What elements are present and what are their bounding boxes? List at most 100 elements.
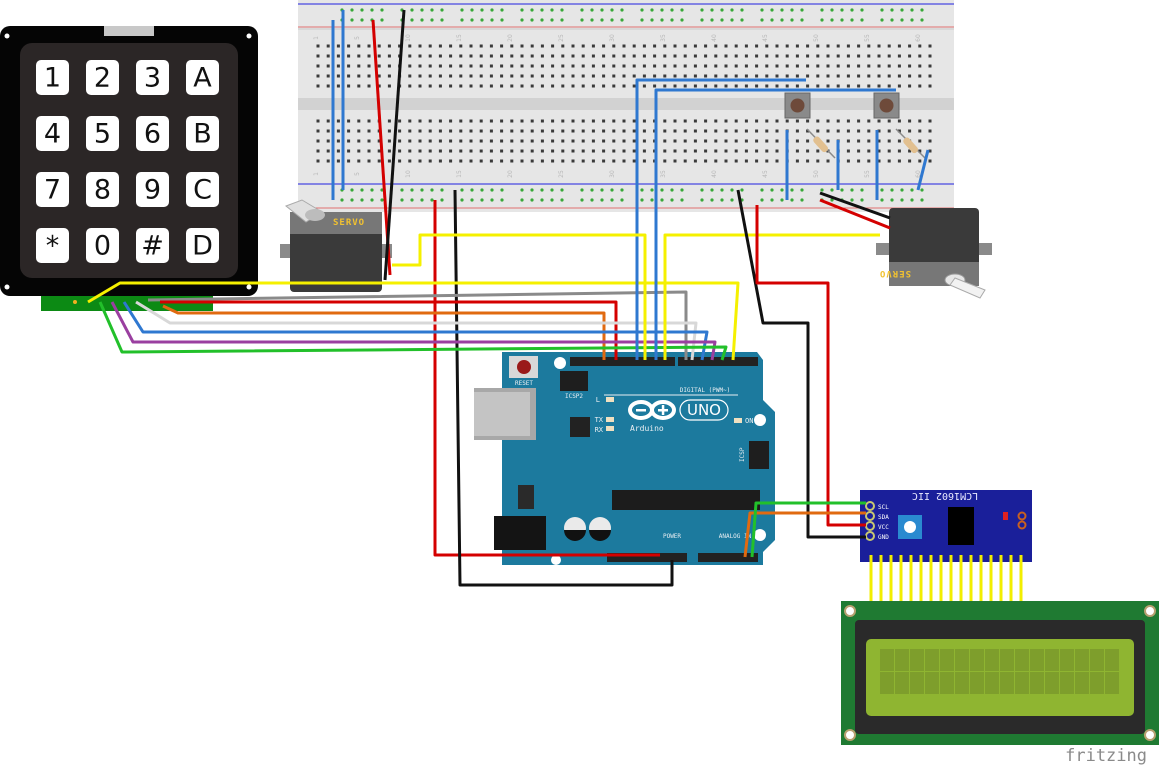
- keypad-key[interactable]: 7: [36, 172, 69, 207]
- servo-right[interactable]: SERVO: [876, 208, 992, 299]
- breadboard-hole: [571, 159, 575, 163]
- rail-hole: [880, 18, 884, 22]
- breadboard-hole: [398, 159, 402, 163]
- breadboard-hole: [867, 54, 871, 58]
- breadboard-hole: [408, 84, 412, 88]
- breadboard-hole: [418, 119, 422, 123]
- keypad-key[interactable]: #: [136, 228, 169, 263]
- key-label: C: [193, 175, 212, 206]
- wire-keypad-2[interactable]: [147, 290, 688, 360]
- wire-servo-left-signal[interactable]: [392, 233, 647, 360]
- breadboard-hole: [449, 84, 453, 88]
- rail-hole: [590, 18, 594, 22]
- breadboard-hole: [571, 64, 575, 68]
- rail-hole: [650, 198, 654, 202]
- keypad-key[interactable]: C: [186, 172, 219, 207]
- breadboard-hole: [785, 64, 789, 68]
- wire-resistor-jumper[interactable]: [916, 149, 930, 191]
- breadboard-hole: [428, 64, 432, 68]
- wire-keypad-8[interactable]: [98, 301, 728, 361]
- rail-hole: [540, 18, 544, 22]
- breadboard-hole: [612, 149, 616, 153]
- keypad-key[interactable]: 9: [136, 172, 169, 207]
- breadboard-hole: [632, 149, 636, 153]
- keypad-key[interactable]: 4: [36, 116, 69, 151]
- breadboard-hole: [520, 119, 524, 123]
- wire-servo-left-ground[interactable]: [383, 9, 406, 281]
- breadboard-hole: [510, 139, 514, 143]
- breadboard-hole: [602, 64, 606, 68]
- rail-hole: [780, 8, 784, 12]
- breadboard-hole: [326, 64, 330, 68]
- atmega-chip: [612, 490, 760, 510]
- wire-i2c-gnd[interactable]: [736, 189, 866, 539]
- breadboard-hole: [744, 159, 748, 163]
- breadboard-hole: [438, 119, 442, 123]
- servo-left[interactable]: SERVO: [280, 199, 392, 292]
- wire-i2c-vcc[interactable]: [755, 205, 866, 527]
- breadboard-hole: [683, 64, 687, 68]
- keypad-key[interactable]: 8: [86, 172, 119, 207]
- breadboard-hole: [622, 44, 626, 48]
- rail-hole: [480, 198, 484, 202]
- breadboard-hole: [663, 54, 667, 58]
- breadboard-hole: [479, 139, 483, 143]
- wire-servo-right-power[interactable]: [819, 198, 891, 230]
- breadboard-hole: [551, 119, 555, 123]
- breadboard-hole: [408, 129, 412, 133]
- wire-button-2[interactable]: [654, 88, 896, 360]
- breadboard-hole: [469, 74, 473, 78]
- breadboard-hole: [469, 159, 473, 163]
- keypad-key[interactable]: A: [186, 60, 219, 95]
- breadboard-hole: [846, 74, 850, 78]
- breadboard-hole: [857, 84, 861, 88]
- keypad-key[interactable]: 1: [36, 60, 69, 95]
- wire-5v[interactable]: [433, 200, 660, 557]
- breadboard[interactable]: 1155101015152020252530303535404045455050…: [298, 0, 954, 212]
- wire-gnd[interactable]: [453, 189, 674, 587]
- icsp2-label: ICSP2: [565, 393, 583, 400]
- keypad-key[interactable]: 3: [136, 60, 169, 95]
- breadboard-hole: [591, 64, 595, 68]
- wire-button-1[interactable]: [635, 78, 806, 360]
- breadboard-hole: [785, 54, 789, 58]
- breadboard-hole: [693, 84, 697, 88]
- breadboard-hole: [683, 159, 687, 163]
- rail-hole: [500, 188, 504, 192]
- breadboard-hole: [581, 149, 585, 153]
- breadboard-hole: [510, 74, 514, 78]
- breadboard-hole: [449, 44, 453, 48]
- keypad-key[interactable]: *: [36, 228, 69, 263]
- wire-keypad-7[interactable]: [110, 301, 717, 361]
- rail-hole: [880, 198, 884, 202]
- analog-label: ANALOG IN: [719, 533, 752, 540]
- wire-keypad-1[interactable]: [87, 281, 740, 361]
- wire-keypad-4[interactable]: [162, 304, 606, 360]
- rail-hole: [460, 188, 464, 192]
- keypad-key[interactable]: 6: [136, 116, 169, 151]
- breadboard-hole: [673, 74, 677, 78]
- keypad-key[interactable]: B: [186, 116, 219, 151]
- wire-i2c-sda[interactable]: [743, 511, 866, 558]
- breadboard-hole: [602, 74, 606, 78]
- rail-hole: [650, 18, 654, 22]
- rail-hole: [610, 18, 614, 22]
- pushbutton-1[interactable]: [784, 92, 811, 119]
- wire-servo-right-signal[interactable]: [663, 233, 880, 360]
- keypad-key[interactable]: 2: [86, 60, 119, 95]
- keypad-key[interactable]: 0: [86, 228, 119, 263]
- arduino-uno[interactable]: RESET ICSP2 L TX RX ON UNO Ardu: [474, 352, 775, 565]
- lcd-16x2[interactable]: [841, 601, 1159, 745]
- keypad-key[interactable]: 5: [86, 116, 119, 151]
- breadboard-hole: [673, 84, 677, 88]
- breadboard-hole: [744, 149, 748, 153]
- led-rx-label: RX: [595, 426, 604, 434]
- lcd-cell: [1045, 672, 1059, 694]
- wire-servo-right-ground[interactable]: [819, 191, 891, 220]
- breadboard-hole: [622, 74, 626, 78]
- wire-i2c-scl[interactable]: [750, 501, 866, 558]
- pushbutton-2[interactable]: [873, 92, 900, 119]
- keypad-key[interactable]: D: [186, 228, 219, 263]
